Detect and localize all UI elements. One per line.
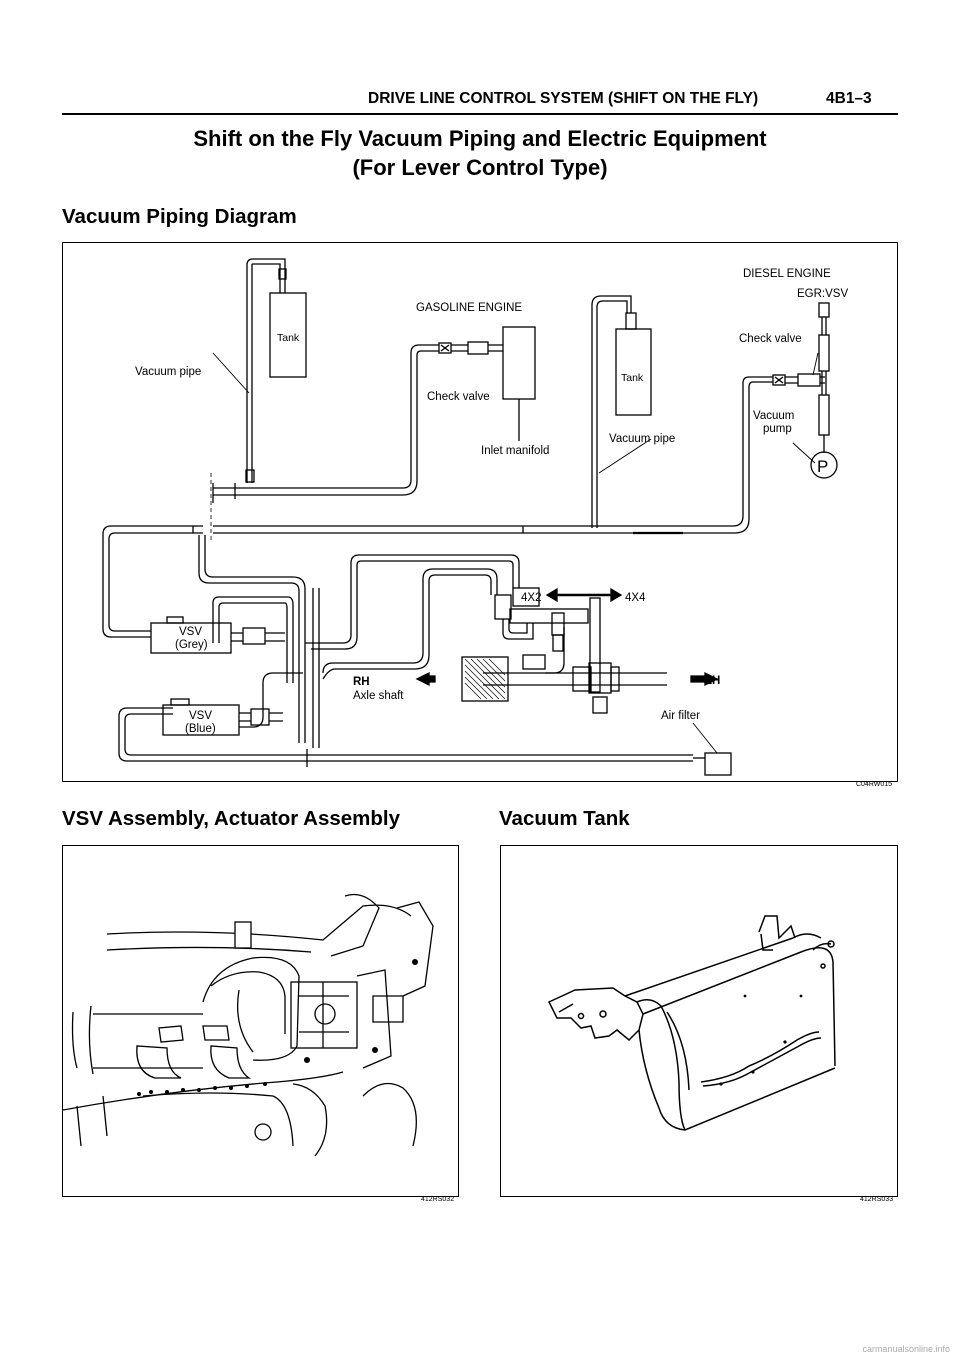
- page-title-line2: (For Lever Control Type): [352, 155, 608, 180]
- label-tank-mid: Tank: [621, 372, 644, 384]
- footer-watermark: carmanualsonline.info: [862, 1344, 950, 1354]
- label-4x2: 4X2: [521, 592, 541, 604]
- label-vsv-grey-1: VSV: [179, 626, 202, 638]
- vacuum-tank-frame: [500, 845, 898, 1197]
- label-vacuum-pipe-mid: Vacuum pipe: [609, 433, 675, 445]
- label-diesel-engine: DIESEL ENGINE: [743, 268, 831, 280]
- label-gasoline-engine: GASOLINE ENGINE: [416, 302, 522, 314]
- vsv-assembly-heading: VSV Assembly, Actuator Assembly: [62, 807, 400, 830]
- vacuum-diagram-frame: Tank Vacuum pipe GASOLINE ENGINE Check v…: [62, 242, 898, 782]
- label-check-valve-diesel: Check valve: [739, 333, 802, 345]
- air-filter-shape: [704, 752, 732, 776]
- header-rule: [62, 113, 898, 115]
- label-4x4: 4X4: [625, 592, 646, 604]
- page-title-line1: Shift on the Fly Vacuum Piping and Elect…: [193, 126, 767, 151]
- page-title: Shift on the Fly Vacuum Piping and Elect…: [62, 124, 898, 182]
- section-title: DRIVE LINE CONTROL SYSTEM (SHIFT ON THE …: [368, 90, 759, 107]
- label-rh: RH: [353, 676, 370, 688]
- vsv-assembly-illustration: [62, 893, 434, 1157]
- label-vacuum-pipe-left: Vacuum pipe: [135, 366, 201, 378]
- label-vacuum-pump-1: Vacuum: [753, 410, 794, 422]
- vacuum-piping-diagram: Tank Vacuum pipe GASOLINE ENGINE Check v…: [102, 258, 848, 776]
- vacuum-diagram-heading: Vacuum Piping Diagram: [62, 205, 297, 228]
- vacuum-diagram-code: C04RW015: [856, 781, 893, 788]
- vacuum-tank-heading: Vacuum Tank: [499, 807, 630, 830]
- vacuum-pump-shape: [810, 451, 838, 479]
- vacuum-tank-code: 412RS033: [860, 1196, 894, 1203]
- label-vsv-grey-2: (Grey): [175, 639, 208, 651]
- label-air-filter: Air filter: [661, 710, 700, 722]
- label-check-valve-gas: Check valve: [427, 391, 490, 403]
- label-axle-shaft: Axle shaft: [353, 690, 404, 702]
- label-vacuum-pump-2: pump: [763, 423, 792, 435]
- page-number: 4B1–3: [826, 90, 872, 107]
- label-lh: LH: [705, 675, 720, 687]
- label-vsv-blue-2: (Blue): [185, 723, 216, 735]
- vsv-assembly-frame: [62, 845, 459, 1197]
- vsv-assembly-code: 412RS032: [421, 1196, 455, 1203]
- label-pump-letter: P: [817, 457, 828, 476]
- label-inlet-manifold: Inlet manifold: [481, 445, 549, 457]
- label-egr-vsv: EGR:VSV: [797, 288, 848, 300]
- vacuum-tank-illustration: [547, 915, 836, 1131]
- vsv-grey-shape: [150, 622, 232, 654]
- vsv-blue-shape: [162, 704, 240, 736]
- tank-left-shape: [269, 292, 307, 378]
- label-tank-left: Tank: [277, 332, 300, 344]
- label-vsv-blue-1: VSV: [189, 710, 212, 722]
- inlet-manifold-shape: [502, 326, 536, 400]
